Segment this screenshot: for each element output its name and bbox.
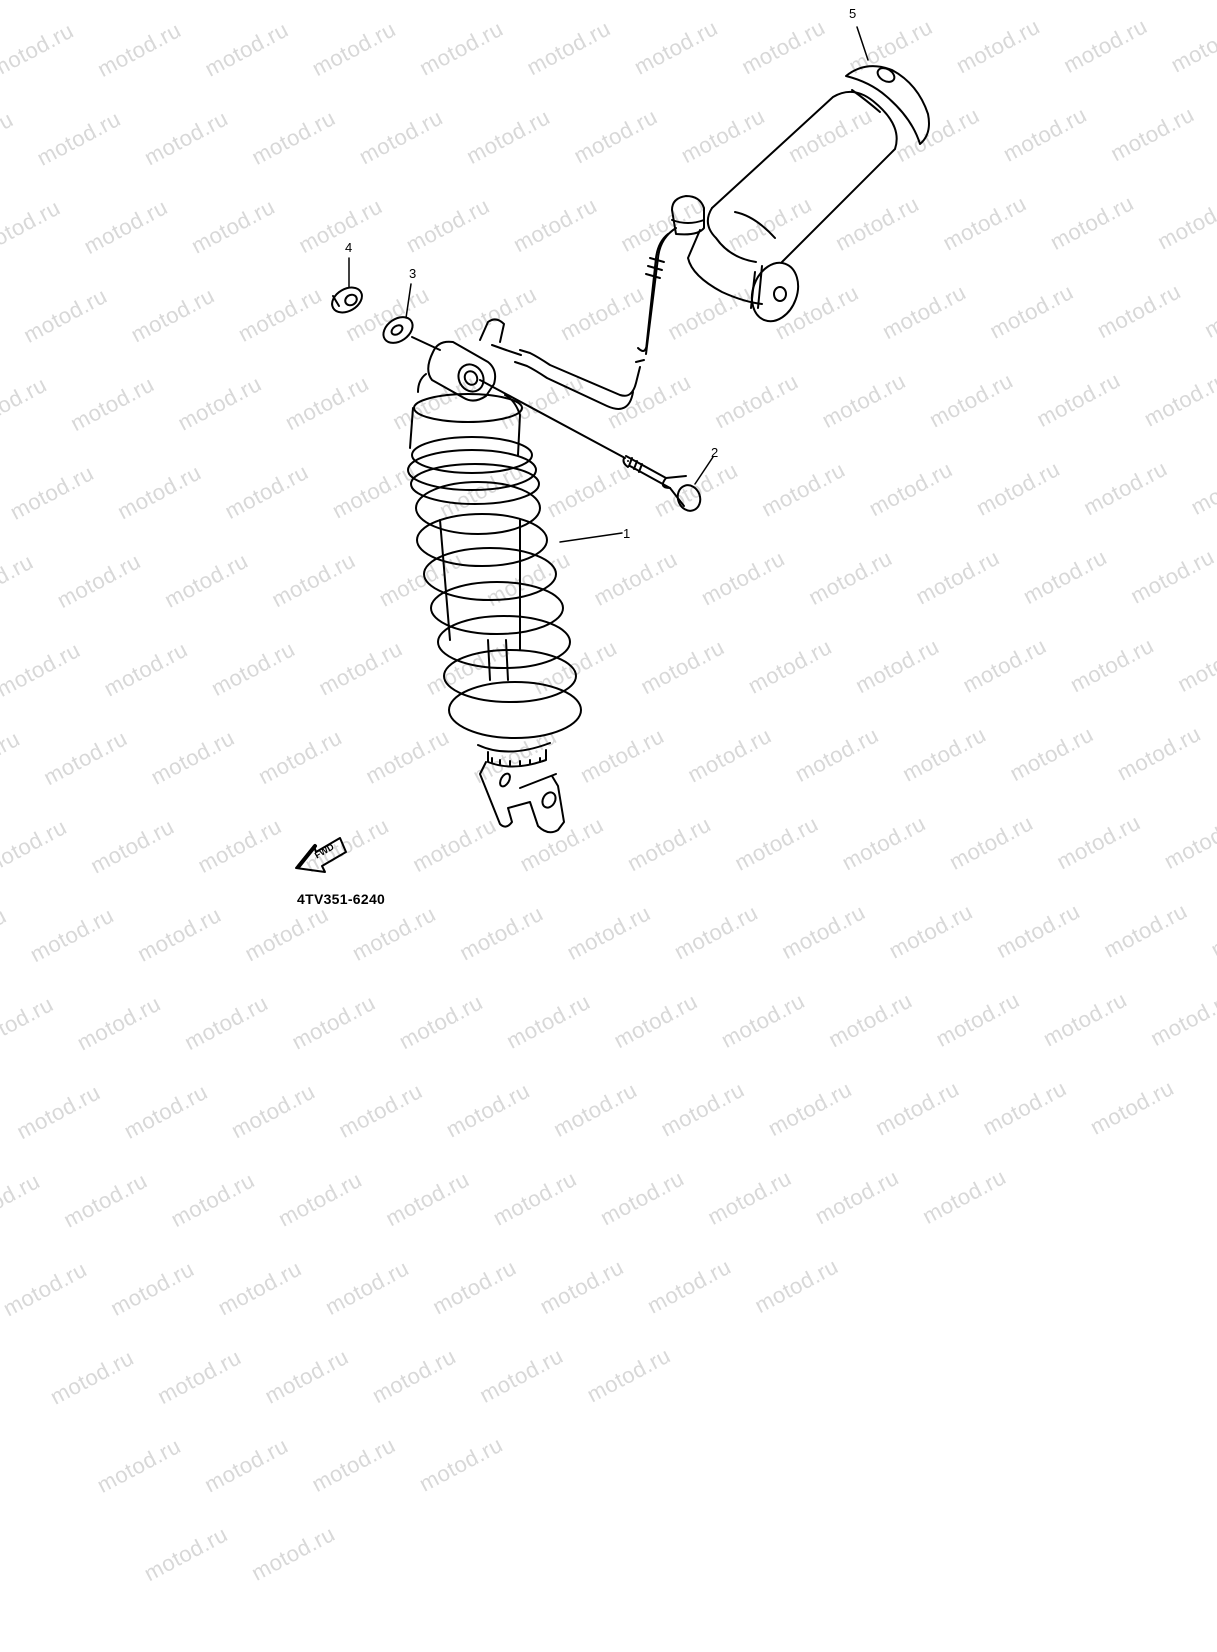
watermark-text: motod.ru	[394, 989, 487, 1055]
watermark-text: motod.ru	[441, 1077, 534, 1143]
watermark-text: motod.ru	[274, 1166, 367, 1232]
watermark-text: motod.ru	[931, 987, 1024, 1052]
watermark-text: motod.ru	[213, 1255, 306, 1321]
leader-lines	[348, 26, 869, 543]
shock-absorber-part	[407, 318, 645, 834]
watermark-text: motod.ru	[918, 1164, 1011, 1229]
watermark-text: motod.ru	[656, 1076, 749, 1142]
watermark-text: motod.ru	[260, 1343, 353, 1409]
nut-part	[331, 286, 363, 314]
hose-clamp-part	[845, 65, 930, 145]
watermark-text: motod.ru	[716, 988, 809, 1053]
forward-direction-arrow	[295, 837, 347, 873]
watermark-text: motod.ru	[321, 1255, 413, 1320]
watermark-text: motod.ru	[0, 1256, 91, 1322]
watermark-text: motod.ru	[609, 988, 702, 1054]
watermark-text: motod.ru	[763, 1076, 856, 1142]
watermark-text: motod.ru	[45, 1344, 138, 1410]
watermark-text: motod.ru	[1146, 986, 1217, 1051]
watermark-text: motod.ru	[0, 1033, 85, 1145]
watermark-text: motod.ru	[1039, 986, 1131, 1052]
watermark-text: motod.ru	[247, 1520, 340, 1586]
watermark-text: motod.ru	[227, 1078, 320, 1144]
washer-part	[382, 316, 414, 344]
part-code: 4TV351-6240	[297, 891, 386, 907]
watermark-text: motod.ru	[307, 1432, 400, 1497]
watermark-text: motod.ru	[0, 1168, 44, 1233]
watermark-text: motod.ru	[824, 987, 917, 1053]
watermark-text: motod.ru	[381, 1166, 474, 1232]
watermark-text: motod.ru	[139, 1521, 232, 1587]
callout-5: 5	[849, 6, 857, 21]
watermark-text: motod.ru	[0, 991, 58, 1056]
watermark-text: motod.ru	[978, 1075, 1071, 1141]
watermark-text: motod.ru	[596, 1165, 689, 1231]
watermark-text: motod.ru	[414, 1431, 507, 1497]
watermark-text: motod.ru	[119, 1079, 212, 1144]
callout-3: 3	[409, 266, 417, 281]
watermark-text: motod.ru	[502, 988, 595, 1054]
watermark-text: motod.ru	[72, 990, 165, 1056]
watermark-text: motod.ru	[488, 1165, 581, 1231]
watermark-text: motod.ru	[0, 945, 38, 1057]
watermark-text: motod.ru	[367, 1343, 460, 1409]
watermark-text: motod.ru	[871, 1075, 964, 1141]
watermark-text: motod.ru	[475, 1343, 568, 1408]
watermark-text: motod.ru	[166, 1167, 259, 1233]
watermark-text: motod.ru	[180, 990, 273, 1056]
watermark-text: motod.ru	[153, 1344, 246, 1410]
bolt-part	[622, 455, 702, 512]
callout-1: 1	[623, 526, 631, 541]
watermark-text: motod.ru	[549, 1077, 642, 1142]
watermark-text: motod.ru	[643, 1253, 736, 1319]
watermark-text: motod.ru	[582, 1342, 675, 1408]
watermark-text: motod.ru	[92, 1433, 185, 1498]
watermark-text: motod.ru	[106, 1256, 199, 1321]
callout-2: 2	[711, 445, 719, 460]
watermark-text: motod.ru	[535, 1254, 628, 1319]
watermark-text: motod.ru	[810, 1164, 903, 1230]
exploded-diagram	[295, 26, 930, 873]
watermark-text: motod.ru	[59, 1167, 152, 1233]
watermark-text: motod.ru	[703, 1165, 796, 1230]
watermark-text: motod.ru	[200, 1432, 293, 1498]
callout-4: 4	[345, 240, 353, 255]
watermark-text: motod.ru	[428, 1254, 521, 1320]
watermark-text: motod.ru	[287, 989, 380, 1055]
watermark-text: motod.ru	[750, 1253, 843, 1319]
reservoir-part	[637, 90, 898, 355]
watermark-text: motod.ru	[334, 1078, 427, 1143]
watermark-text: motod.ru	[1085, 1074, 1178, 1140]
watermark-text: motod.ru	[12, 1079, 105, 1145]
